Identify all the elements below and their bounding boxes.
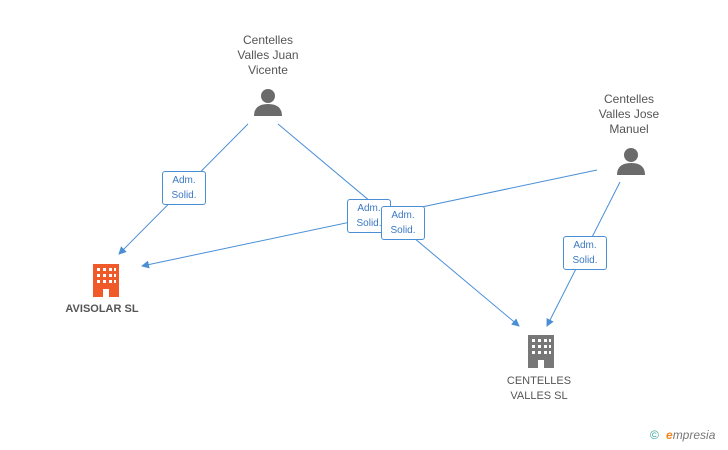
name-line: AVISOLAR SL xyxy=(65,303,139,315)
relation-label-juan-centelles: Adm. Solid. xyxy=(381,206,425,240)
person-icon[interactable] xyxy=(254,89,282,116)
brand-logo-text: mpresia xyxy=(672,428,716,442)
relation-label-jose-centelles: Adm. Solid. xyxy=(563,236,607,270)
label-line: Solid. xyxy=(572,255,598,266)
brand-logo-initial: e xyxy=(666,428,673,442)
label-line: Adm. xyxy=(391,210,415,221)
building-icon[interactable] xyxy=(528,335,554,368)
building-icon[interactable] xyxy=(93,264,119,297)
company-name-avisolar[interactable]: AVISOLAR SL xyxy=(32,302,172,317)
label-line: Adm. xyxy=(573,240,597,251)
name-line: Manuel xyxy=(609,122,649,136)
name-line: Centelles xyxy=(242,33,294,47)
name-line: CENTELLES xyxy=(506,375,572,387)
copyright-icon: © xyxy=(650,428,659,442)
person-icon[interactable] xyxy=(617,148,645,175)
relation-label-juan-avisolar: Adm. Solid. xyxy=(162,171,206,205)
name-line: Valles Juan xyxy=(237,48,299,62)
label-line: Solid. xyxy=(171,190,197,201)
name-line: Vicente xyxy=(248,63,288,77)
label-line: Adm. xyxy=(357,203,381,214)
label-line: Adm. xyxy=(172,175,196,186)
label-line: Solid. xyxy=(390,225,416,236)
name-line: Valles Jose xyxy=(598,107,660,121)
brand-logo: empresia xyxy=(666,428,715,442)
name-line: VALLES SL xyxy=(510,390,568,402)
label-line: Solid. xyxy=(356,218,382,229)
name-line: Centelles xyxy=(603,92,655,106)
person-name-jose[interactable]: Centelles Valles Jose Manuel xyxy=(574,92,684,137)
company-name-centelles[interactable]: CENTELLES VALLES SL xyxy=(469,374,609,404)
person-name-juan[interactable]: Centelles Valles Juan Vicente xyxy=(213,33,323,78)
